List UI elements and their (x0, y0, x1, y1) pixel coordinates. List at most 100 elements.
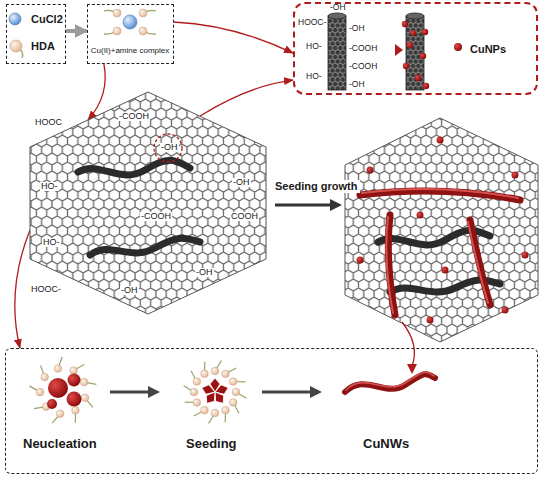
node-text: -OH (232, 178, 251, 187)
node-text: HOOC (34, 118, 63, 127)
illustration-part (395, 44, 403, 56)
illustration-part (193, 399, 201, 407)
illustration-part (193, 378, 201, 386)
illustration-part (423, 83, 429, 89)
illustration-part (70, 367, 78, 375)
illustration-part (417, 212, 424, 219)
illustration-part (502, 307, 509, 314)
illustration-part (229, 399, 237, 407)
group-label: -COOH (349, 62, 377, 71)
illustration-part (56, 410, 64, 418)
node-text: -COOH (140, 212, 172, 221)
illustration-part (222, 406, 230, 414)
illustration-part (201, 406, 209, 414)
node-text: COOH (230, 212, 259, 221)
illustration-part (367, 167, 374, 174)
connector-arrow (174, 22, 294, 53)
node-text: HOOC- (30, 285, 62, 294)
illustration-part (123, 15, 137, 29)
illustration-part (402, 322, 414, 366)
illustration-part (104, 10, 156, 34)
illustration-part (154, 134, 182, 162)
graphene-sheet: HOOC-COOH-OHHO--OH-COOHCOOHHO-HOOC--OH-O… (28, 92, 268, 314)
illustration-part (384, 48, 396, 53)
illustration-part (47, 399, 57, 409)
illustration-part (402, 21, 408, 27)
illustration-part (422, 29, 428, 35)
connector-arrow (200, 80, 293, 116)
illustration-part (406, 13, 424, 19)
node-text: HDA (31, 41, 55, 52)
illustration-part (522, 252, 529, 259)
complex-box: Cu(II)+amine complex (87, 4, 174, 64)
illustration-part (36, 388, 44, 396)
illustration-part (407, 42, 413, 48)
graphene-outline (28, 92, 268, 314)
illustration-part (362, 189, 518, 198)
connector-arrow (66, 29, 87, 33)
illustration-part (139, 9, 147, 17)
illustration-part (262, 391, 312, 394)
illustration-part (360, 191, 520, 200)
illustration-part (110, 391, 150, 394)
node-text: Cu(II)+amine complex (91, 47, 169, 55)
illustration-part (78, 160, 190, 175)
illustration-part (470, 220, 490, 305)
illustration-part (403, 63, 409, 69)
illustration-part (104, 9, 156, 35)
illustration-part (41, 373, 49, 381)
group-label: HO- (306, 72, 322, 81)
illustration-part (200, 378, 230, 406)
illustration-part (190, 388, 198, 396)
illustration-part (229, 378, 237, 386)
illustration-part (47, 374, 82, 410)
illustration-part (357, 137, 529, 324)
node-text: -COOH (118, 112, 150, 121)
illustration-part (427, 317, 434, 324)
illustration-part (48, 378, 68, 398)
illustration-part (30, 92, 266, 314)
connector-arrow (15, 230, 30, 348)
connector-arrow (88, 64, 105, 120)
illustration-part (222, 370, 230, 378)
illustration-part (67, 392, 82, 407)
process-box: NeucleationSeedingCuNWs (5, 348, 538, 474)
illustration-part (80, 378, 88, 386)
illustration-part (330, 199, 342, 211)
illustration-part (10, 40, 22, 52)
node-text: CuCl2 (31, 14, 63, 25)
illustration-part (9, 13, 21, 25)
group-label: HO- (306, 42, 322, 51)
illustration-part (310, 386, 322, 398)
illustration-part (420, 53, 426, 59)
illustration-part (113, 9, 121, 17)
illustration-part (113, 27, 121, 35)
node-text: Neucleation (23, 437, 97, 450)
illustration-part (442, 267, 449, 274)
illustration-part (346, 372, 434, 390)
group-label: -COOH (349, 44, 377, 53)
group-label: HOOC- (298, 18, 326, 27)
node-text: -OH (160, 143, 179, 152)
illustration-part (512, 172, 519, 179)
illustration-part (402, 21, 462, 89)
step-label: Seeding growth (273, 180, 360, 193)
illustration-part (232, 388, 240, 396)
illustration-part (211, 409, 219, 417)
node-text: HO- (40, 182, 59, 191)
illustration-part (81, 394, 89, 402)
illustration-part (410, 30, 416, 36)
node-text: Seeding (186, 437, 237, 450)
illustration-part (68, 374, 81, 387)
group-label: -OH (349, 80, 365, 89)
illustration-part (415, 75, 421, 81)
illustration-part (211, 367, 219, 375)
illustration-part (29, 357, 246, 423)
illustration-part (148, 386, 160, 398)
illustration-part (54, 365, 62, 373)
illustration-part (139, 27, 147, 35)
node-text: HO- (42, 238, 61, 247)
illustration-part (357, 257, 364, 264)
node-text: -OH (120, 286, 139, 295)
